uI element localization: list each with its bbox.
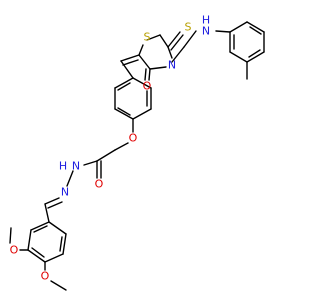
bond xyxy=(246,21,265,33)
bond xyxy=(120,60,134,79)
bond xyxy=(33,225,48,233)
bond xyxy=(96,149,116,162)
bond xyxy=(229,51,248,63)
molecule-canvas: S S H N N O O O H N N O O xyxy=(9,14,265,291)
methoxy-oxygen-bottom-label: O xyxy=(41,270,50,283)
bond xyxy=(44,203,50,223)
bond xyxy=(30,221,50,231)
bond xyxy=(66,170,74,187)
bond xyxy=(167,31,181,48)
thione-sulfur-label: S xyxy=(185,21,192,34)
bond xyxy=(138,44,144,56)
bond xyxy=(114,108,134,120)
bond xyxy=(120,54,140,62)
hydrazide-hydrogen-label: H xyxy=(59,160,67,173)
amine-nitrogen-label: N xyxy=(202,25,210,38)
structure-diagram: S S H N N O O O H N N O O xyxy=(9,14,265,291)
bond xyxy=(50,280,67,291)
bond xyxy=(122,59,139,66)
bond xyxy=(48,221,67,235)
bonds xyxy=(9,21,265,291)
bond xyxy=(27,249,46,263)
bond xyxy=(117,82,131,91)
bond xyxy=(159,34,169,48)
bond xyxy=(132,108,152,120)
bond xyxy=(167,46,173,59)
bond xyxy=(249,26,262,35)
bond xyxy=(9,227,12,244)
bond xyxy=(62,233,67,255)
imine-nitrogen-label: N xyxy=(61,186,69,199)
ring-nitrogen-label: N xyxy=(168,59,176,72)
bond xyxy=(27,229,32,251)
bond xyxy=(246,51,265,63)
methoxy-oxygen-left-label: O xyxy=(10,244,19,257)
bond xyxy=(31,247,45,258)
atom-labels: S S H N N O O O H N N O O xyxy=(10,14,210,283)
bond xyxy=(132,77,152,89)
bond xyxy=(170,34,184,51)
ring-sulfur-label: S xyxy=(144,31,151,44)
bond xyxy=(117,107,131,116)
bond xyxy=(149,66,167,70)
bond xyxy=(47,201,63,209)
bond xyxy=(144,68,147,81)
bond xyxy=(183,30,197,48)
bond xyxy=(59,236,63,252)
bond xyxy=(171,46,185,63)
bond xyxy=(215,30,231,33)
bond xyxy=(44,197,60,205)
hydrazide-nitrogen-label: N xyxy=(72,160,80,173)
amide-oxygen-label: O xyxy=(95,178,104,191)
bond xyxy=(248,49,261,58)
bond xyxy=(138,54,151,70)
bond xyxy=(44,253,64,263)
bond xyxy=(114,77,134,89)
bond xyxy=(229,21,248,33)
ether-oxygen-label: O xyxy=(129,132,138,145)
ring-carbonyl-oxygen-label: O xyxy=(143,80,152,93)
bond xyxy=(146,34,161,41)
bond xyxy=(83,160,98,166)
bond xyxy=(114,142,129,151)
bond xyxy=(148,68,151,81)
amine-hydrogen-label: H xyxy=(202,14,210,27)
